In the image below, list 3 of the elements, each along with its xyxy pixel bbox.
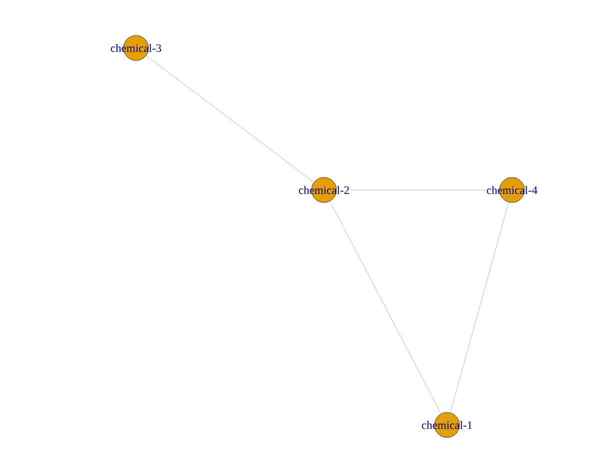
edge-line xyxy=(326,194,445,420)
edge-line xyxy=(448,194,511,420)
edge-line xyxy=(142,52,318,186)
